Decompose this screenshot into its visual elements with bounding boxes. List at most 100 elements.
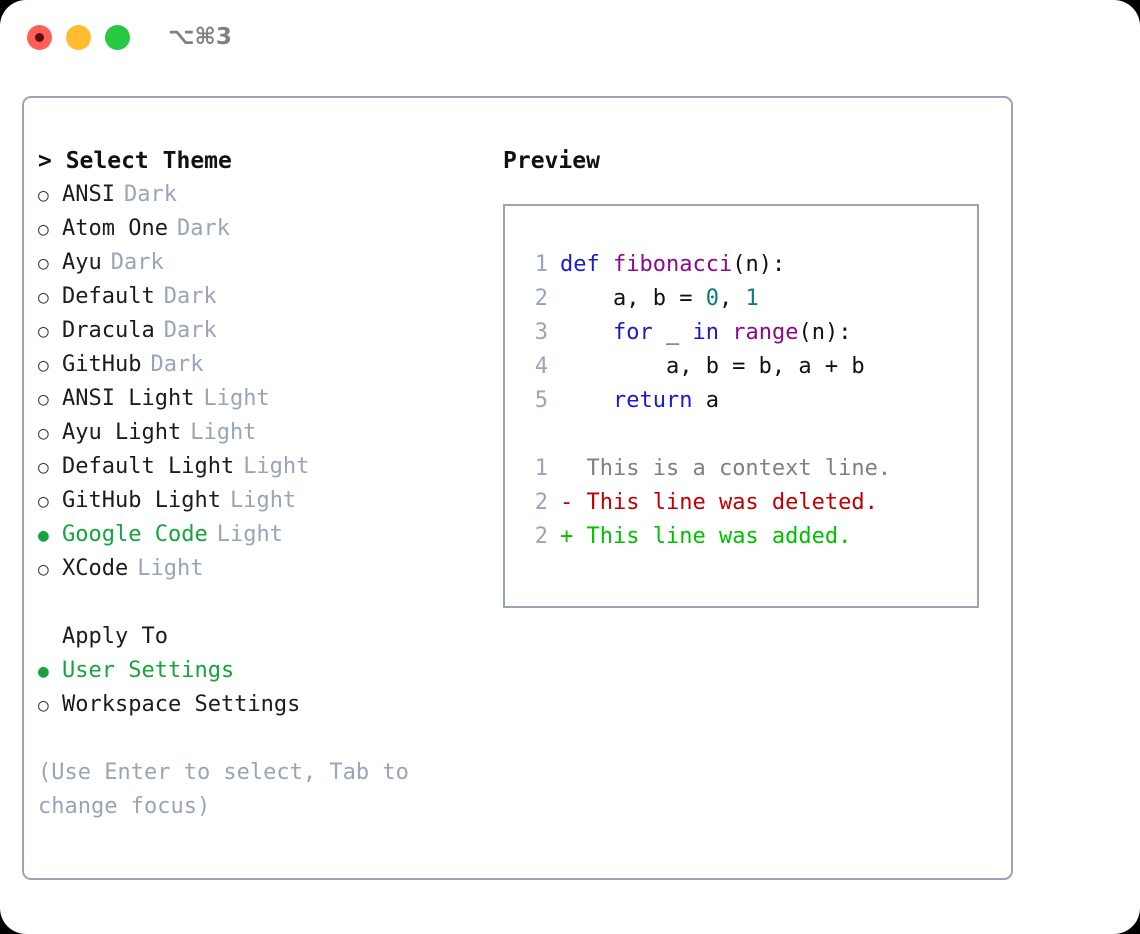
code-line: 3 for _ in range(n):	[505, 316, 977, 350]
radio-unselected-icon: ○	[38, 389, 49, 410]
radio-selected-icon: ●	[38, 661, 49, 682]
theme-option-kind: Dark	[123, 182, 177, 207]
theme-option-google-code[interactable]: ● Google Code Light	[38, 518, 498, 552]
line-number: 4	[534, 354, 548, 379]
keyboard-shortcut-label: ⌥⌘3	[168, 24, 232, 50]
title-bar: ⌥⌘3	[0, 0, 1140, 76]
theme-option-label: Google Code	[62, 522, 208, 547]
code-token-plain: (n):	[732, 252, 786, 277]
theme-option-label: Ayu	[62, 250, 102, 275]
code-token-plain: a, b = b, a + b	[560, 354, 865, 379]
apply-to-options[interactable]: ● User Settings ○ Workspace Settings	[38, 654, 498, 722]
theme-option-label: GitHub	[62, 352, 142, 377]
diff-line: 2+ This line was added.	[505, 520, 977, 554]
code-token-kw: return	[612, 388, 693, 413]
theme-option-atom-one[interactable]: ○ Atom One Dark	[38, 212, 498, 246]
theme-option-kind: Light	[243, 454, 310, 479]
diff-text: This is a context line.	[573, 456, 892, 481]
apply-to-option-label: User Settings	[62, 658, 235, 683]
radio-unselected-icon: ○	[38, 457, 49, 478]
code-token-plain	[719, 320, 732, 345]
code-token-num: 0	[705, 286, 719, 311]
radio-unselected-icon: ○	[38, 287, 49, 308]
window-controls	[27, 25, 130, 50]
apply-to-header-label: Apply To	[62, 624, 168, 649]
diff-sample: 1 This is a context line. 2- This line wa…	[505, 452, 977, 554]
radio-selected-icon: ●	[38, 525, 49, 546]
theme-option-kind: Light	[216, 522, 283, 547]
code-token-fn: fibonacci	[612, 252, 733, 277]
theme-option-label: Default Light	[62, 454, 235, 479]
radio-unselected-icon: ○	[38, 559, 49, 580]
radio-unselected-icon: ○	[38, 185, 49, 206]
diff-text: This line was added.	[573, 524, 852, 549]
theme-option-label: XCode	[62, 556, 129, 581]
close-button[interactable]	[27, 25, 52, 50]
apply-to-option-label: Workspace Settings	[62, 692, 301, 717]
code-token-fn: range	[732, 320, 799, 345]
code-token-plain	[560, 388, 613, 413]
theme-option-kind: Dark	[163, 318, 217, 343]
line-number: 2	[534, 524, 548, 549]
theme-option-dracula[interactable]: ○ Dracula Dark	[38, 314, 498, 348]
code-token-plain: (n):	[798, 320, 852, 345]
keyboard-hint: (Use Enter to select, Tab to change focu…	[38, 760, 409, 819]
code-line: 4 a, b = b, a + b	[505, 350, 977, 384]
theme-option-kind: Light	[190, 420, 257, 445]
apply-to-option-workspace-settings[interactable]: ○ Workspace Settings	[38, 688, 498, 722]
theme-option-label: GitHub Light	[62, 488, 221, 513]
theme-option-kind: Dark	[150, 352, 204, 377]
theme-option-label: Dracula	[62, 318, 155, 343]
theme-option-ansi[interactable]: ○ ANSI Dark	[38, 178, 498, 212]
theme-option-label: Atom One	[62, 216, 168, 241]
code-line: 5 return a	[505, 384, 977, 418]
apply-to-option-user-settings[interactable]: ● User Settings	[38, 654, 498, 688]
radio-unselected-icon: ○	[38, 321, 49, 342]
code-token-kw: for	[612, 320, 653, 345]
apply-to-section: Apply To ● User Settings ○ Workspace Settin…	[38, 620, 498, 722]
theme-option-label: ANSI	[62, 182, 115, 207]
diff-line: 2- This line was deleted.	[505, 486, 977, 520]
select-theme-header: > Select Theme	[38, 148, 232, 174]
code-token-plain: a, b =	[560, 286, 706, 311]
preview-spacer	[505, 418, 977, 452]
apply-to-header: Apply To	[38, 620, 498, 654]
theme-option-github[interactable]: ○ GitHub Dark	[38, 348, 498, 382]
code-token-plain: a	[692, 388, 719, 413]
radio-unselected-icon: ○	[38, 355, 49, 376]
theme-option-kind: Dark	[176, 216, 230, 241]
code-token-plain	[560, 320, 613, 345]
code-line: 1 def fibonacci(n):	[505, 248, 977, 282]
line-number: 1	[534, 252, 548, 277]
code-line: 2 a, b = 0, 1	[505, 282, 977, 316]
code-token-num: 1	[745, 286, 759, 311]
preview-header: Preview	[503, 148, 600, 174]
radio-unselected-icon: ○	[38, 491, 49, 512]
minimize-button[interactable]	[66, 25, 91, 50]
code-token-kw: in	[692, 320, 719, 345]
theme-option-kind: Light	[203, 386, 270, 411]
line-number: 1	[534, 456, 548, 481]
radio-unselected-icon: ○	[38, 253, 49, 274]
code-token-kw: def	[560, 252, 613, 277]
radio-unselected-icon: ○	[38, 695, 49, 716]
radio-unselected-icon: ○	[38, 219, 49, 240]
code-token-plain: _	[652, 320, 693, 345]
line-number: 3	[534, 320, 548, 345]
theme-option-default-light[interactable]: ○ Default Light Light	[38, 450, 498, 484]
maximize-button[interactable]	[105, 25, 130, 50]
line-number: 2	[534, 490, 548, 515]
theme-option-label: Ayu Light	[62, 420, 182, 445]
